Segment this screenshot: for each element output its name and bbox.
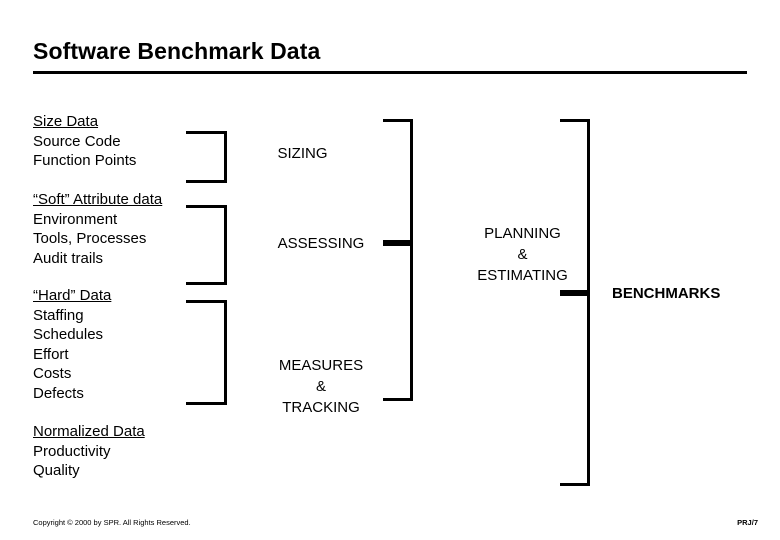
page-number: PRJ/7	[737, 518, 758, 527]
group-hard-data-item-4: Costs	[33, 365, 72, 382]
group-soft-attribute-data-heading: “Soft” Attribute data	[33, 191, 163, 208]
group-hard-data-item-2: Schedules	[33, 326, 104, 343]
page-title: Software Benchmark Data	[33, 38, 321, 64]
group-soft-attribute-data-item-2: Tools, Processes	[33, 230, 147, 247]
stage-label-measures-line-3: TRACKING	[282, 399, 360, 416]
stage-label-planning-estimating: PLANNING & ESTIMATING	[440, 223, 605, 286]
stage-label-planning-line-1: PLANNING	[484, 225, 561, 242]
group-hard-data-item-5: Defects	[33, 384, 84, 402]
brace-planning-to-benchmarks-upper	[560, 119, 590, 293]
group-normalized-data-item-2: Quality	[33, 462, 80, 479]
group-soft-attribute-data: “Soft” Attribute data Environment Tools,…	[33, 190, 162, 268]
stage-label-planning-line-2: &	[517, 246, 528, 263]
stage-label-measures-line-1: MEASURES	[278, 357, 364, 374]
group-soft-attribute-data-item-3: Audit trails	[33, 249, 104, 267]
stage-label-benchmarks: BENCHMARKS	[612, 285, 721, 302]
group-normalized-data-item-1: Productivity	[33, 442, 111, 460]
group-normalized-data-heading: Normalized Data	[33, 423, 145, 440]
stage-label-planning-line-3: ESTIMATING	[477, 267, 568, 284]
brace-sizing-to-planning	[383, 119, 413, 243]
group-normalized-data: Normalized Data Productivity Quality	[33, 422, 145, 481]
group-size-data-heading: Size Data	[33, 113, 99, 130]
brace-planning-to-benchmarks-lower	[560, 293, 590, 486]
brace-soft-to-assessing	[186, 205, 227, 285]
group-hard-data-heading: “Hard” Data	[33, 287, 112, 304]
brace-hard-to-measures	[186, 300, 227, 405]
group-hard-data-item-1: Staffing	[33, 306, 84, 324]
group-size-data-item-1: Source Code	[33, 132, 121, 150]
stage-label-sizing: SIZING	[277, 145, 328, 162]
copyright-notice: Copyright © 2000 by SPR. All Rights Rese…	[33, 518, 191, 527]
group-size-data: Size Data Source Code Function Points	[33, 112, 136, 171]
group-soft-attribute-data-item-1: Environment	[33, 210, 118, 228]
group-hard-data-item-3: Effort	[33, 345, 69, 363]
title-divider	[33, 71, 747, 74]
group-size-data-item-2: Function Points	[33, 152, 137, 169]
stage-label-measures-tracking: MEASURES & TRACKING	[245, 355, 397, 418]
brace-measures-to-planning	[383, 243, 413, 401]
stage-label-measures-line-2: &	[315, 378, 326, 395]
stage-label-assessing: ASSESSING	[277, 235, 365, 252]
brace-size-to-sizing	[186, 131, 227, 183]
group-hard-data: “Hard” Data Staffing Schedules Effort Co…	[33, 286, 111, 403]
